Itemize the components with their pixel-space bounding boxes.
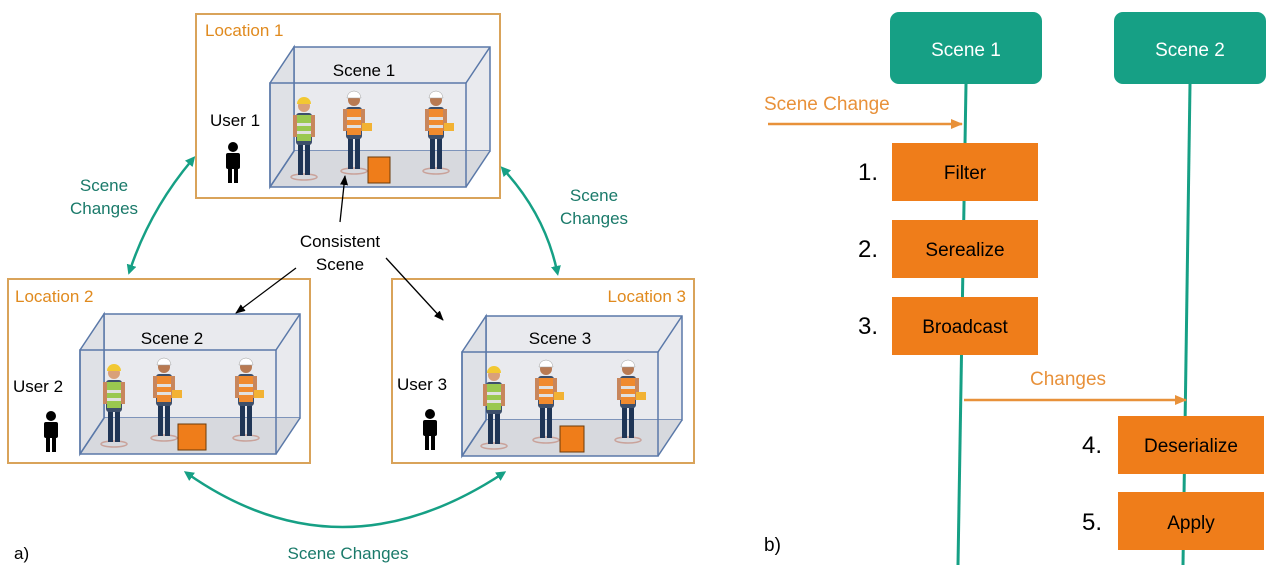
step-apply-label: Apply: [1167, 513, 1215, 534]
scene-changes-left-line1: Scene: [80, 176, 128, 195]
consistent-scene-line1: Consistent: [300, 232, 381, 251]
step-deserialize-label: Deserialize: [1144, 436, 1238, 457]
step-broadcast-box: [892, 297, 1038, 355]
location-1-title: Location 1: [205, 21, 283, 40]
arrow-to-scene-1: [339, 175, 349, 223]
step-serialize-label: Serealize: [925, 240, 1004, 261]
scene-1-header-label: Scene 1: [931, 40, 1001, 61]
scene-changes-arrow-right: [500, 166, 561, 276]
step-3-number: 3.: [858, 313, 878, 340]
user-3-label: User 3: [397, 375, 447, 394]
crate-icon: [177, 423, 207, 451]
location-3: Location 3 Scene 3 User 3: [391, 278, 695, 464]
location-1-frame: [195, 13, 501, 199]
step-deserialize-box: [1118, 416, 1264, 474]
step-1-number: 1.: [858, 159, 878, 186]
arrow-to-scene-3: [385, 257, 444, 321]
scene-changes-right-line2: Changes: [560, 209, 628, 228]
location-3-title: Location 3: [608, 287, 686, 306]
step-2-number: 2.: [858, 236, 878, 263]
scene-changes-left-line2: Changes: [70, 199, 138, 218]
scene-2-box: [79, 313, 301, 455]
user-1-icon: [226, 142, 240, 183]
scene-3-label: Scene 3: [529, 329, 591, 348]
scene-changes-bottom: Scene Changes: [288, 544, 409, 563]
arrow-to-scene-2: [235, 267, 297, 314]
step-4-number: 4.: [1082, 432, 1102, 459]
scene-2-header-label: Scene 2: [1155, 40, 1225, 61]
scene-2-lifeline: [1181, 83, 1192, 566]
step-filter-label: Filter: [944, 163, 987, 184]
scene-1-label: Scene 1: [333, 61, 395, 80]
user-2-icon: [44, 411, 58, 452]
user-3-icon: [423, 409, 437, 450]
step-filter-box: [892, 143, 1038, 201]
scene-changes-arrow-bottom: [183, 471, 507, 529]
step-apply-box: [1118, 492, 1264, 550]
panel-a-label: a): [14, 544, 29, 563]
changes-label: Changes: [1030, 369, 1106, 390]
consistent-scene-line2: Scene: [316, 255, 364, 274]
location-2-title: Location 2: [15, 287, 93, 306]
location-2-frame: [7, 278, 311, 464]
location-3-frame: [391, 278, 695, 464]
scene-changes-arrow-left: [126, 156, 196, 275]
scene-changes-right-line1: Scene: [570, 186, 618, 205]
location-2: Location 2 Scene 2 User 2: [7, 278, 311, 464]
crate-icon: [559, 425, 585, 453]
step-5-number: 5.: [1082, 509, 1102, 536]
crate-icon: [367, 156, 391, 184]
scene-2-label: Scene 2: [141, 329, 203, 348]
scene-change-label: Scene Change: [764, 94, 890, 115]
step-broadcast-label: Broadcast: [922, 317, 1008, 338]
scene-3-box: [461, 315, 683, 457]
scene-2-header: [1114, 12, 1266, 84]
user-2-label: User 2: [13, 377, 63, 396]
scene-1-header: [890, 12, 1042, 84]
user-1-label: User 1: [210, 111, 260, 130]
step-serialize-box: [892, 220, 1038, 278]
scene-1-box: [269, 46, 491, 188]
location-1: Location 1 Scene 1 User 1: [195, 13, 501, 199]
panel-b-label: b): [764, 535, 781, 556]
